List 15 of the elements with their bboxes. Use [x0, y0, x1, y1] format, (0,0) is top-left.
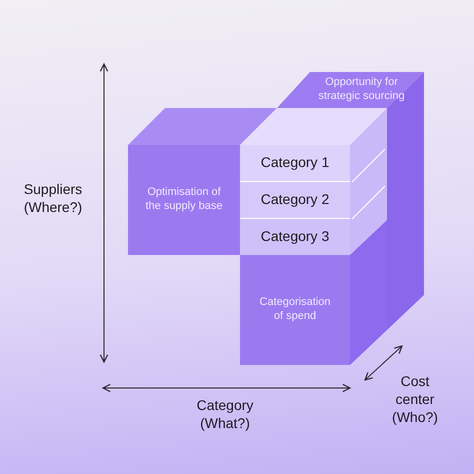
axis-label: Cost center (Who?): [391, 372, 439, 427]
cube-face: [240, 255, 350, 365]
cube-face: [128, 145, 240, 255]
cube-face: [240, 182, 350, 219]
face-label: Category 3: [260, 228, 330, 246]
face-label: Category 2: [260, 191, 330, 209]
axis-label: Category (What?): [196, 396, 254, 432]
face-label: Category 1: [260, 154, 330, 172]
cube-face: [240, 145, 350, 182]
cube-face: [240, 219, 350, 255]
axis-label: Suppliers (Where?): [22, 180, 84, 216]
face-label: Categorisation of spend: [258, 296, 332, 324]
face-label: Opportunity for strategic sourcing: [317, 76, 406, 104]
cube-face: [277, 72, 424, 108]
face-label: Optimisation of the supply base: [144, 186, 224, 214]
